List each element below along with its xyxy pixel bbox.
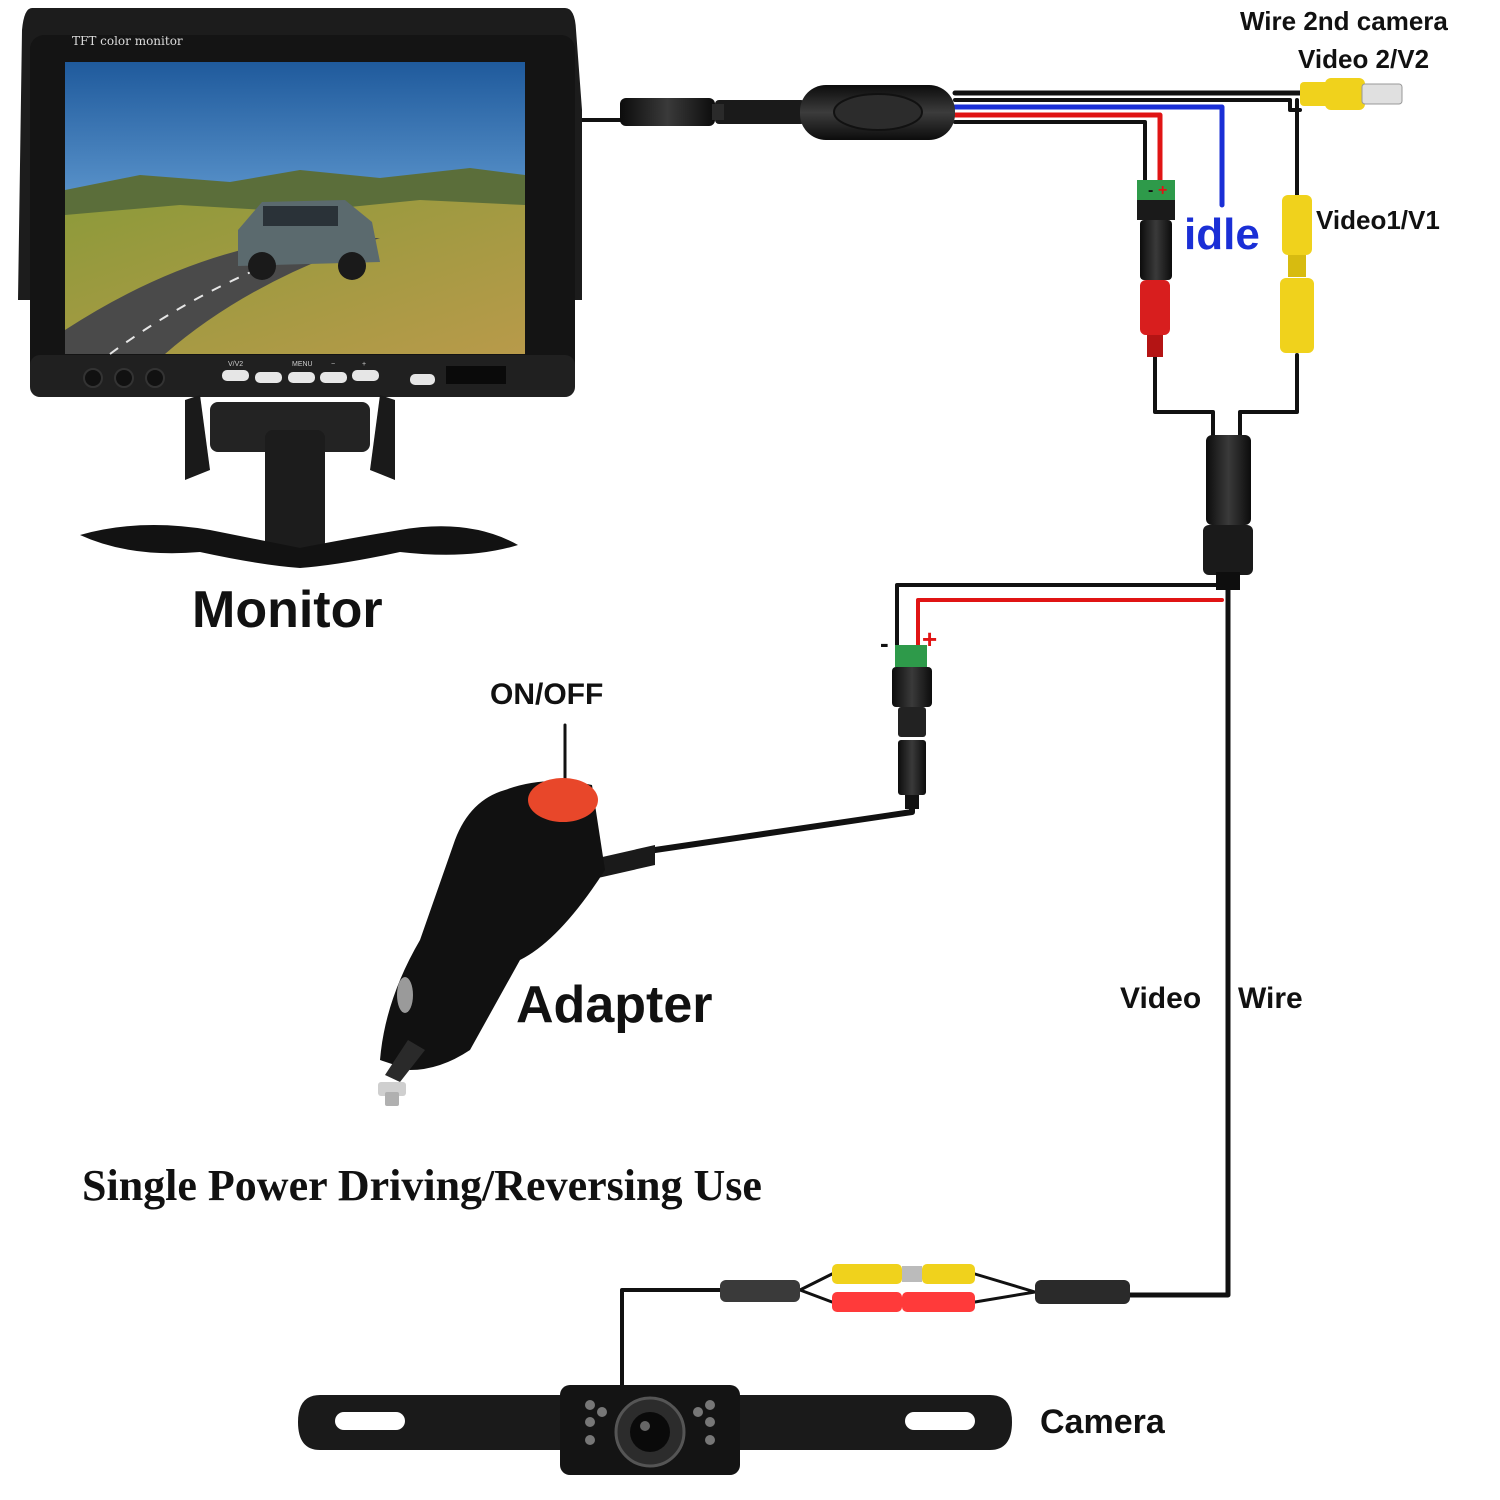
monitor (18, 8, 582, 568)
cigarette-adapter (378, 778, 655, 1106)
camera-cable (620, 1288, 722, 1387)
monitor-button-label-menu: MENU (292, 361, 313, 368)
on-off-label: ON/OFF (490, 678, 604, 711)
video-wire-label-right: Wire (1238, 982, 1303, 1015)
monitor-button-menu (288, 372, 315, 383)
monitor-round-button-1 (83, 368, 103, 388)
monitor-screen (65, 62, 525, 355)
adapter-label: Adapter (516, 976, 713, 1034)
harness-splitter (620, 85, 955, 140)
red-rca-plug (1140, 280, 1170, 335)
monitor-button-power (410, 374, 435, 385)
monitor-ir-window (446, 366, 506, 384)
red-rca-female (902, 1292, 975, 1312)
monitor-label: Monitor (192, 581, 383, 639)
yellow-rca-male (832, 1264, 902, 1284)
monitor-button-label-minus: − (331, 361, 336, 368)
adapter-black-wire (895, 583, 1224, 647)
power-jack-top (1137, 180, 1175, 357)
wires (563, 90, 1308, 1387)
video-wire-plug (1035, 1280, 1130, 1304)
camera-split-top (798, 1272, 834, 1292)
video2-label: Video 2/V2 (1298, 44, 1430, 74)
minus-sign-small: - (1148, 182, 1154, 199)
adapter-body (380, 781, 605, 1070)
monitor-button-row (83, 366, 506, 388)
camera-bracket (298, 1395, 560, 1450)
monitor-plug (620, 98, 715, 126)
on-off-switch (528, 778, 598, 822)
monitor-round-button-2 (114, 368, 134, 388)
camera-merge-bot (973, 1290, 1037, 1304)
terminal-block-top (1137, 180, 1175, 200)
monitor-button-label-vv2: V/V2 (228, 361, 244, 368)
license-plate-camera (298, 1385, 1012, 1475)
idle-blue-wire (952, 104, 1225, 208)
camera-split-bot (798, 1288, 834, 1304)
video-wire-main (1127, 582, 1231, 1298)
monitor-stand (80, 395, 518, 568)
monitor-button-label-plus: + (362, 361, 367, 368)
camera-din-plug (720, 1280, 800, 1302)
adapter-tip (378, 1082, 406, 1096)
diagram-title: Single Power Driving/Reversing Use (82, 1161, 762, 1210)
y-left-wire (1153, 353, 1215, 440)
idle-label: idle (1184, 210, 1260, 259)
plus-sign: + (922, 624, 938, 654)
monitor-button-plus (352, 370, 379, 381)
camera-harness-junction (1203, 435, 1253, 590)
monitor-button-vv2 (222, 370, 249, 381)
video-wire-label-left: Video (1120, 982, 1202, 1015)
monitor-foot (80, 525, 518, 568)
adapter-jack (892, 645, 932, 809)
y-right-wire (1238, 353, 1299, 440)
camera-ir-leds (585, 1400, 715, 1445)
yellow-rca-female (922, 1264, 975, 1284)
video1-label: Video1/V1 (1316, 205, 1440, 235)
red-rca-male (832, 1292, 902, 1312)
terminal-block-adapter (895, 645, 927, 667)
screen-road (65, 238, 380, 354)
adapter-cord (652, 802, 915, 853)
monitor-round-button-3 (145, 368, 165, 388)
camera-merge-top (973, 1272, 1037, 1294)
minus-sign: - (880, 628, 889, 658)
camera-connectors (720, 1264, 1130, 1312)
plus-sign-small: + (1158, 182, 1168, 199)
wire-2nd-camera-label: Wire 2nd camera (1240, 6, 1448, 36)
monitor-screen-caption: TFT color monitor (72, 34, 183, 48)
power-black-wire (953, 120, 1147, 187)
adapter-red-wire (916, 598, 1224, 647)
video1-rca-pair (1280, 195, 1314, 353)
monitor-button-back (255, 372, 282, 383)
adapter-strain-relief (598, 845, 655, 878)
video2-rca-jack (1300, 78, 1403, 110)
screen-car (238, 200, 380, 280)
monitor-button-minus (320, 372, 347, 383)
power-red-wire (952, 112, 1163, 188)
camera-label: Camera (1040, 1403, 1165, 1441)
